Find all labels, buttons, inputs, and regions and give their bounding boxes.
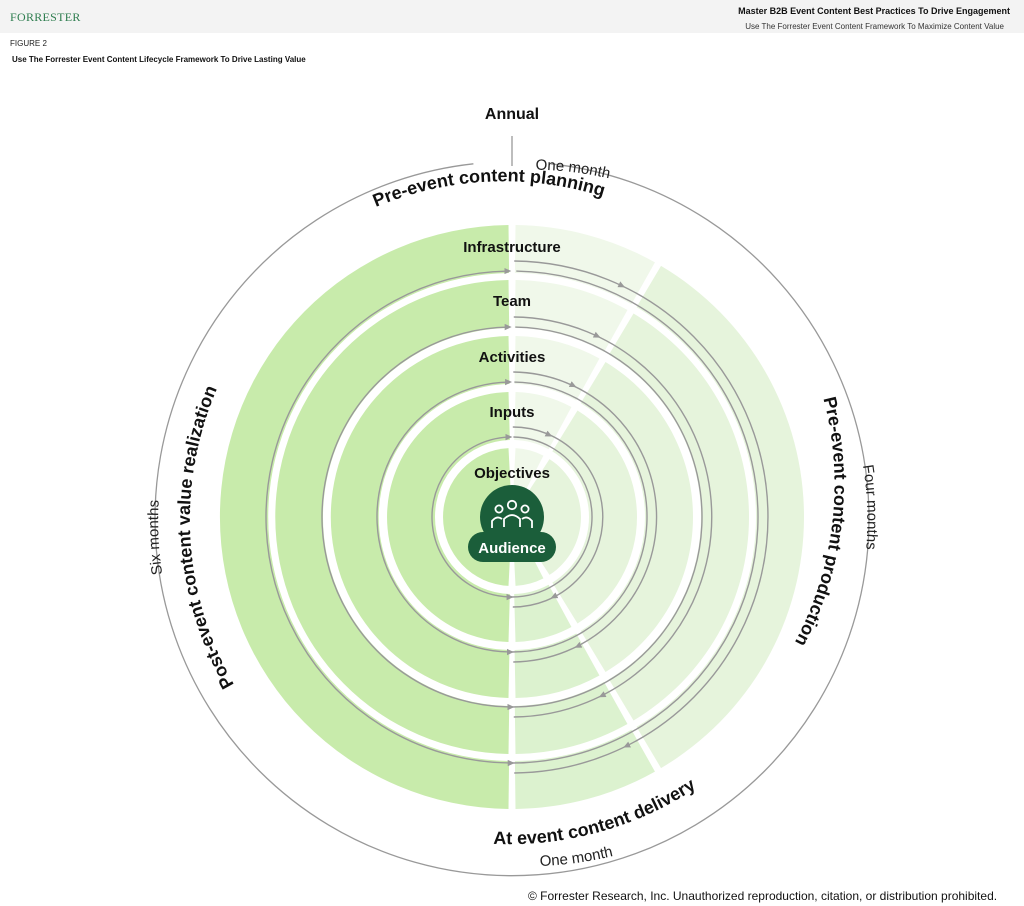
band-activities-production (580, 362, 693, 672)
forrester-logo: FORRESTER (10, 10, 81, 24)
ring-label-team: Team (493, 293, 531, 310)
band-team-delivery (514, 682, 628, 754)
audience-pill (468, 532, 556, 562)
band-inputs-realization (387, 392, 510, 642)
band-inputs-production (552, 410, 638, 624)
audience-label: Audience (478, 540, 546, 557)
document-subtitle: Use The Forrester Event Content Framewor… (745, 22, 1004, 31)
people-group-icon (491, 499, 533, 528)
duration-label-production: Four months (859, 464, 880, 551)
duration-label-realization: Six months (145, 500, 166, 576)
ring-label-inputs: Inputs (490, 404, 535, 421)
figure-label: FIGURE 2 (10, 39, 47, 48)
figure-title: Use The Forrester Event Content Lifecycl… (12, 55, 306, 64)
band-objectives-production (512, 459, 582, 575)
annual-label: Annual (485, 106, 539, 123)
ring-label-activities: Activities (479, 349, 546, 366)
document-title: Master B2B Event Content Best Practices … (738, 6, 1010, 16)
band-infrastructure-realization (219, 225, 510, 809)
cycle-arrow-right-1 (514, 260, 769, 774)
band-inputs-planning (514, 392, 572, 450)
ring-label-objectives: Objectives (474, 465, 550, 482)
audience-badge: Audience (468, 485, 556, 562)
band-activities-planning (514, 336, 600, 401)
duration-label-delivery: One month (539, 843, 614, 870)
header-bar: FORRESTER Master B2B Event Content Best … (0, 0, 1024, 33)
band-team-realization (275, 280, 510, 754)
outer-cycle-ring (154, 163, 870, 877)
ring-label-infrastructure: Infrastructure (463, 239, 561, 256)
band-inputs-delivery (514, 584, 572, 642)
band-team-production (608, 313, 750, 721)
copyright-notice: © Forrester Research, Inc. Unauthorized … (528, 889, 998, 903)
band-activities-realization (330, 336, 510, 698)
band-activities-delivery (514, 633, 600, 698)
band-infrastructure-production (636, 265, 804, 769)
